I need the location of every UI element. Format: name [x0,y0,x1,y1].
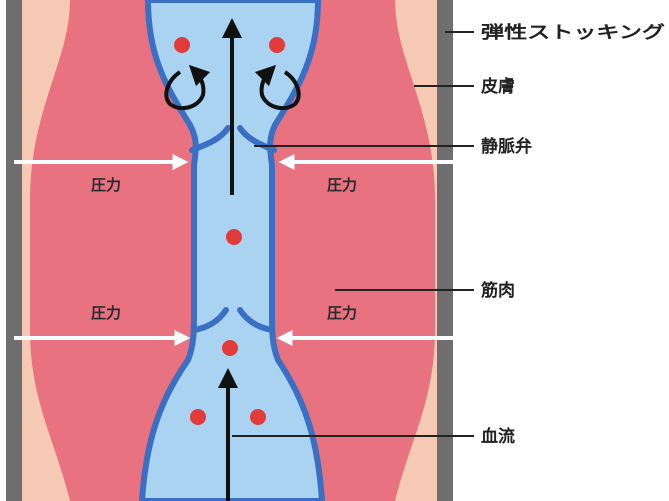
blood-cell [190,409,206,425]
pressure-label-lower-left: 圧力 [91,304,121,322]
label-stocking: 弾性ストッキング [481,22,665,43]
pressure-label-upper-left: 圧力 [91,176,121,194]
pressure-label-lower-right: 圧力 [327,304,357,322]
pressure-label-upper-right: 圧力 [327,176,357,194]
blood-cell [222,340,238,356]
label-valve: 静脈弁 [481,136,532,157]
blood-cell [269,37,285,53]
stocking-right [437,0,453,501]
blood-cell [250,409,266,425]
stocking-left [6,0,22,501]
blood-cell [174,37,190,53]
label-blood-flow: 血流 [481,426,515,447]
blood-cell [226,229,242,245]
label-muscle: 筋肉 [480,280,515,301]
label-skin: 皮膚 [481,76,515,97]
